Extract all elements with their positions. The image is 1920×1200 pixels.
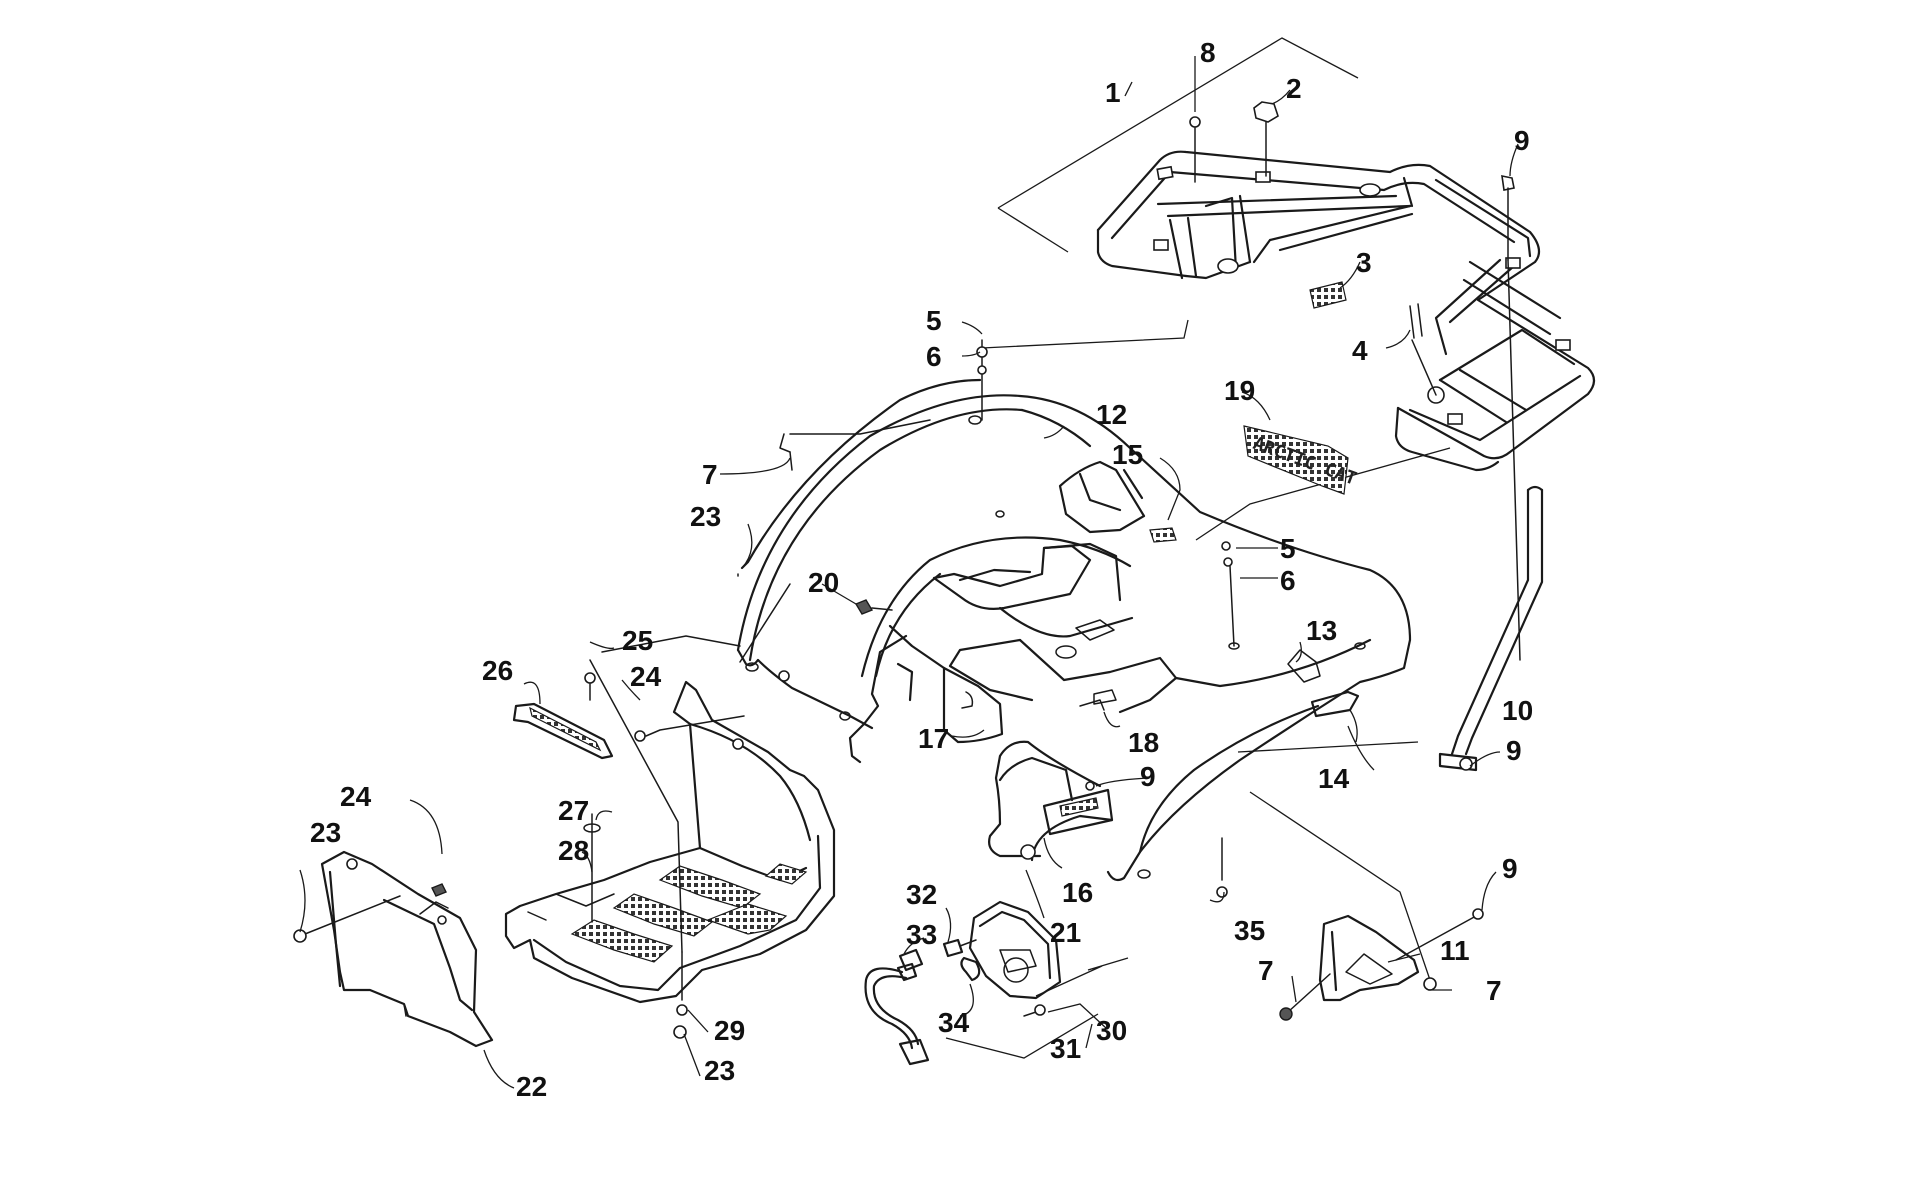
- callout-9c: 9: [1140, 761, 1156, 792]
- nut-2: [1253, 101, 1279, 177]
- footrest-26: [512, 702, 614, 760]
- callout-10: 10: [1502, 695, 1533, 726]
- floorboard-28: [504, 635, 836, 1039]
- callout-18: 18: [1128, 727, 1159, 758]
- callout-29: 29: [714, 1015, 745, 1046]
- callout-12: 12: [1096, 399, 1127, 430]
- callout-3: 3: [1356, 247, 1372, 278]
- callout-25: 25: [622, 625, 653, 656]
- callout-6b: 6: [1280, 565, 1296, 596]
- callout-1: 1: [1105, 77, 1121, 108]
- callout-16: 16: [1062, 877, 1093, 908]
- callout-22: 22: [516, 1071, 547, 1102]
- callout-23a: 23: [690, 501, 721, 532]
- callout-19: 19: [1224, 375, 1255, 406]
- leader-lines: [299, 56, 1519, 1089]
- callout-20: 20: [808, 567, 839, 598]
- callout-5a: 5: [926, 305, 942, 336]
- callout-9b: 9: [1506, 735, 1522, 766]
- rear-rack: [997, 37, 1596, 472]
- decal-19: ARCTIC CAT: [1243, 425, 1359, 495]
- fastener-8: [1189, 116, 1201, 183]
- callout-23b: 23: [310, 817, 341, 848]
- tail-light-31: [864, 900, 1129, 1066]
- callout-9d: 9: [1502, 853, 1518, 884]
- callout-24b: 24: [340, 781, 372, 812]
- side-guard-22: [293, 850, 494, 1048]
- callout-30: 30: [1096, 1015, 1127, 1046]
- callout-13: 13: [1306, 615, 1337, 646]
- callout-32: 32: [906, 879, 937, 910]
- callout-23c: 23: [704, 1055, 735, 1086]
- callout-14: 14: [1318, 763, 1350, 794]
- side-strip-23: [737, 378, 982, 577]
- callout-17: 17: [918, 723, 949, 754]
- callout-8: 8: [1200, 37, 1216, 68]
- callout-7b: 7: [1258, 955, 1274, 986]
- callout-labels: 1 2 3 4 5 5 6 6 7 7 7 8 9 9 9 9 10 11 12…: [310, 37, 1533, 1102]
- bolt-9-top: [1501, 174, 1521, 661]
- fasteners-24-25: [584, 672, 745, 742]
- callout-7a: 7: [702, 459, 718, 490]
- fasteners-fender: [739, 319, 1451, 898]
- callout-34: 34: [938, 1007, 970, 1038]
- bracket-11: [1249, 791, 1484, 1021]
- callout-31: 31: [1050, 1033, 1081, 1064]
- support-bar-10: [1438, 485, 1544, 772]
- callout-21: 21: [1050, 917, 1081, 948]
- rear-fender-12: [736, 394, 1412, 882]
- callout-26: 26: [482, 655, 513, 686]
- callout-5b: 5: [1280, 533, 1296, 564]
- callout-27: 27: [558, 795, 589, 826]
- callout-6a: 6: [926, 341, 942, 372]
- callout-2: 2: [1286, 73, 1302, 104]
- callout-7c: 7: [1486, 975, 1502, 1006]
- callout-15: 15: [1112, 439, 1143, 470]
- callout-24a: 24: [630, 661, 662, 692]
- callout-28: 28: [558, 835, 589, 866]
- callout-35: 35: [1234, 915, 1265, 946]
- callout-11: 11: [1440, 935, 1470, 966]
- callout-33: 33: [906, 919, 937, 950]
- callout-9a: 9: [1514, 125, 1530, 156]
- callout-4: 4: [1352, 335, 1368, 366]
